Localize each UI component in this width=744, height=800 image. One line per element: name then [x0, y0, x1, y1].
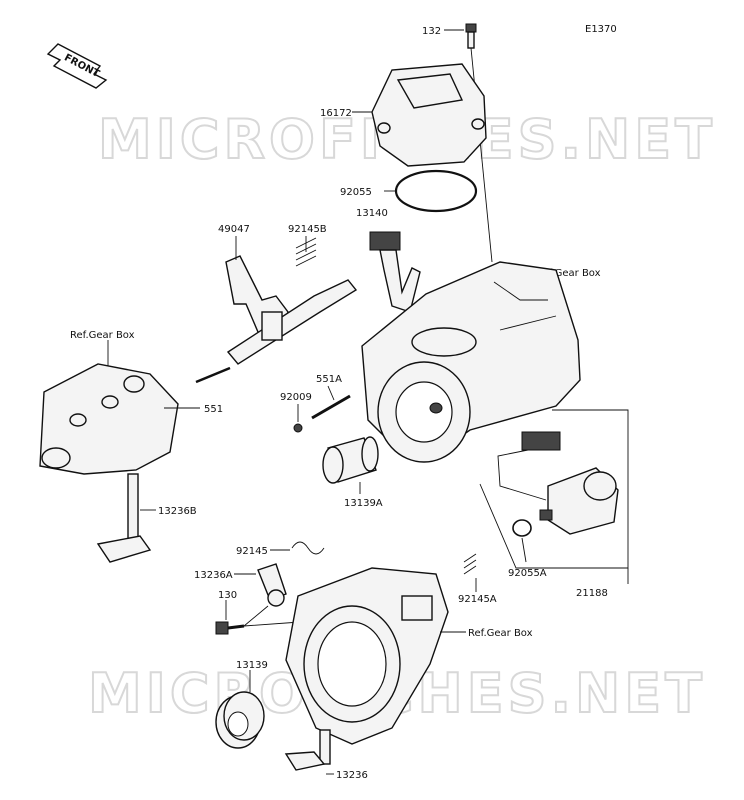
callout-ref-gear-box-bottom: Ref.Gear Box	[468, 628, 533, 639]
callout-92145: 92145	[236, 546, 268, 557]
spring-92145a	[463, 553, 477, 575]
callout-92055a: 92055A	[508, 568, 547, 579]
callout-13236: 13236	[336, 770, 368, 781]
callout-21188: 21188	[576, 588, 608, 599]
callout-551a: 551A	[316, 374, 342, 385]
callout-130: 130	[218, 590, 237, 601]
shift-fork-13140	[369, 231, 421, 313]
pin-551	[195, 366, 231, 384]
gear-box-bottom	[285, 567, 449, 745]
callout-13139a: 13139A	[344, 498, 383, 509]
o-ring-92055a	[512, 519, 532, 537]
ball-92009	[293, 423, 303, 433]
cover-16172	[371, 63, 487, 167]
callout-13236a: 13236A	[194, 570, 233, 581]
spring-92145b	[295, 237, 317, 267]
diagram-code: E1370	[585, 24, 617, 35]
callout-16172: 16172	[320, 108, 352, 119]
callout-13139: 13139	[236, 660, 268, 671]
callout-ref-gear-box-right: Ref.Gear Box	[536, 268, 601, 279]
callout-13236b: 13236B	[158, 506, 197, 517]
callout-49047: 49047	[218, 224, 250, 235]
callout-132: 132	[422, 26, 441, 37]
spring-92145	[291, 541, 325, 555]
callout-92145a: 92145A	[458, 594, 497, 605]
front-arrow-icon: FRONT	[46, 43, 108, 89]
callout-92145b: 92145B	[288, 224, 327, 235]
arm-13236a	[257, 563, 287, 607]
sleeve-13139a	[322, 436, 379, 484]
shift-lever-13236	[284, 729, 331, 771]
bolt-130	[215, 621, 245, 635]
callout-92055: 92055	[340, 187, 372, 198]
pin-551a	[311, 394, 351, 420]
shift-lever-13236b	[96, 473, 152, 563]
callout-92009: 92009	[280, 392, 312, 403]
actuator-21188	[497, 431, 619, 535]
shift-fork-49047	[225, 255, 358, 365]
callout-13140: 13140	[356, 208, 388, 219]
gear-box-left	[39, 340, 179, 475]
sleeve-13139	[215, 691, 265, 749]
callout-ref-gear-box-left: Ref.Gear Box	[70, 330, 135, 341]
callout-551: 551	[204, 404, 223, 415]
gear-case	[361, 261, 581, 463]
o-ring-92055	[394, 169, 478, 213]
